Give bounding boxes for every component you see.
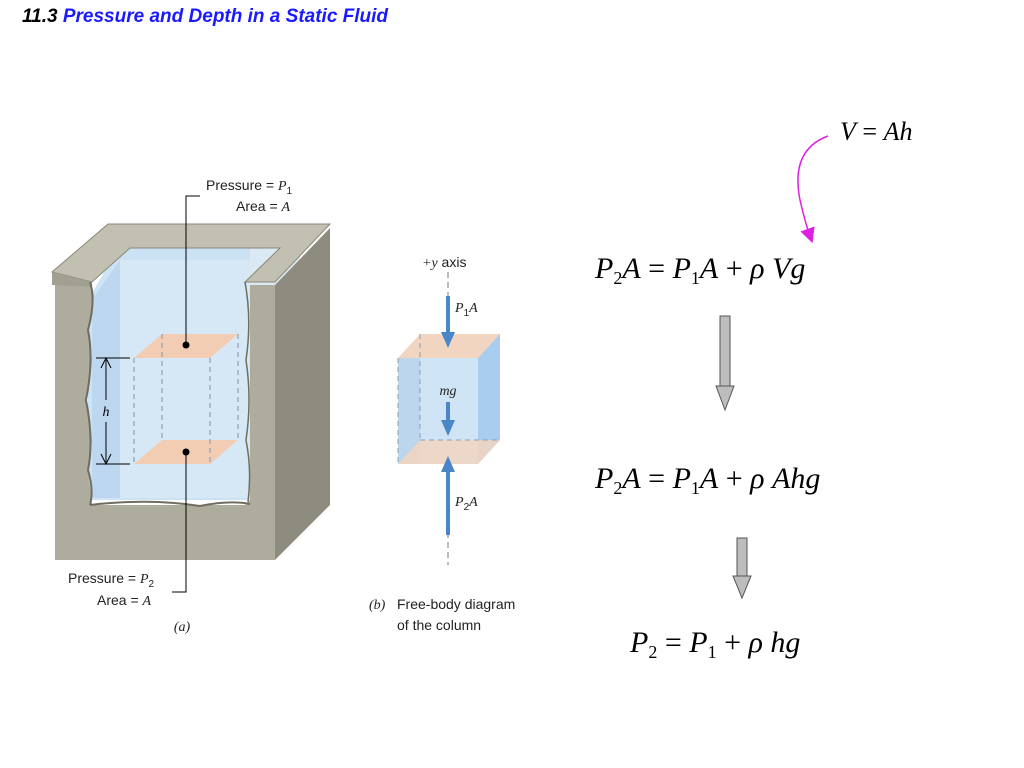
p2a-arrow-head [441,456,455,472]
top-area-label: Area = A [236,198,291,215]
eq2-text: P2A = P1A + ρ Ahg [594,462,820,498]
section-number: 11.3 [22,6,58,27]
caption-b-line2: of the column [397,617,481,633]
height-label: h [103,405,110,420]
container-front-wall [55,280,275,560]
fbd-top-face [398,334,500,358]
bottom-face-dot [182,448,190,456]
bottom-pressure-label: Pressure = P2 [68,570,155,590]
fbd-dashed-edges [397,334,500,464]
bottom-area-label: Area = A [97,592,152,609]
free-body-figure: +y axis P1A mg P2A (b) Free-body diagram… [369,254,515,633]
top-face-dot [182,341,190,349]
wall-right-edge [244,281,251,503]
top-leader-line [185,195,200,345]
wall-bottom-edge [89,500,251,508]
down-arrow-1 [715,315,735,412]
bottom-leader-line [172,452,187,593]
equation-volume: V = Ah [840,117,912,146]
water-front [92,260,250,498]
eq3-text: P2 = P1 + ρ hg [629,626,800,662]
p1a-arrow-head [441,332,455,348]
weight-arrow-head [441,420,455,436]
equation-2: P2A = P1A + ρ Ahg [594,462,820,498]
fbd-left-shade [398,358,420,464]
rim-edge [52,272,92,287]
fbd-side-face [478,334,500,464]
wall-inner-edge [84,281,94,506]
caption-a: (a) [174,620,191,635]
fbd-bottom-face [398,440,500,464]
volume-text: V = Ah [840,117,912,146]
height-dimension [96,356,130,466]
caption-b-letter: (b) [369,598,386,613]
section-title: Pressure and Depth in a Static Fluid [62,6,389,27]
eq1-text: P2A = P1A + ρ Vg [594,252,805,288]
page-title: 11.3 Pressure and Depth in a Static Flui… [22,6,388,28]
container-figure: h Pressure = P1 Area = A Pressure = P2 A… [50,177,332,635]
equation-3: P2 = P1 + ρ hg [629,626,800,662]
caption-b-line1: Free-body diagram [397,596,515,612]
volume-substitution-arrow [797,135,829,244]
container-side-wall [275,228,330,560]
p1a-label: P1A [454,301,478,319]
top-pressure-label: Pressure = P1 [206,177,293,197]
p2a-label: P2A [454,495,478,513]
equation-1: P2A = P1A + ρ Vg [594,252,805,288]
weight-label: mg [439,384,456,399]
y-axis-label: +y axis [422,254,466,271]
down-arrow-2 [732,537,752,600]
